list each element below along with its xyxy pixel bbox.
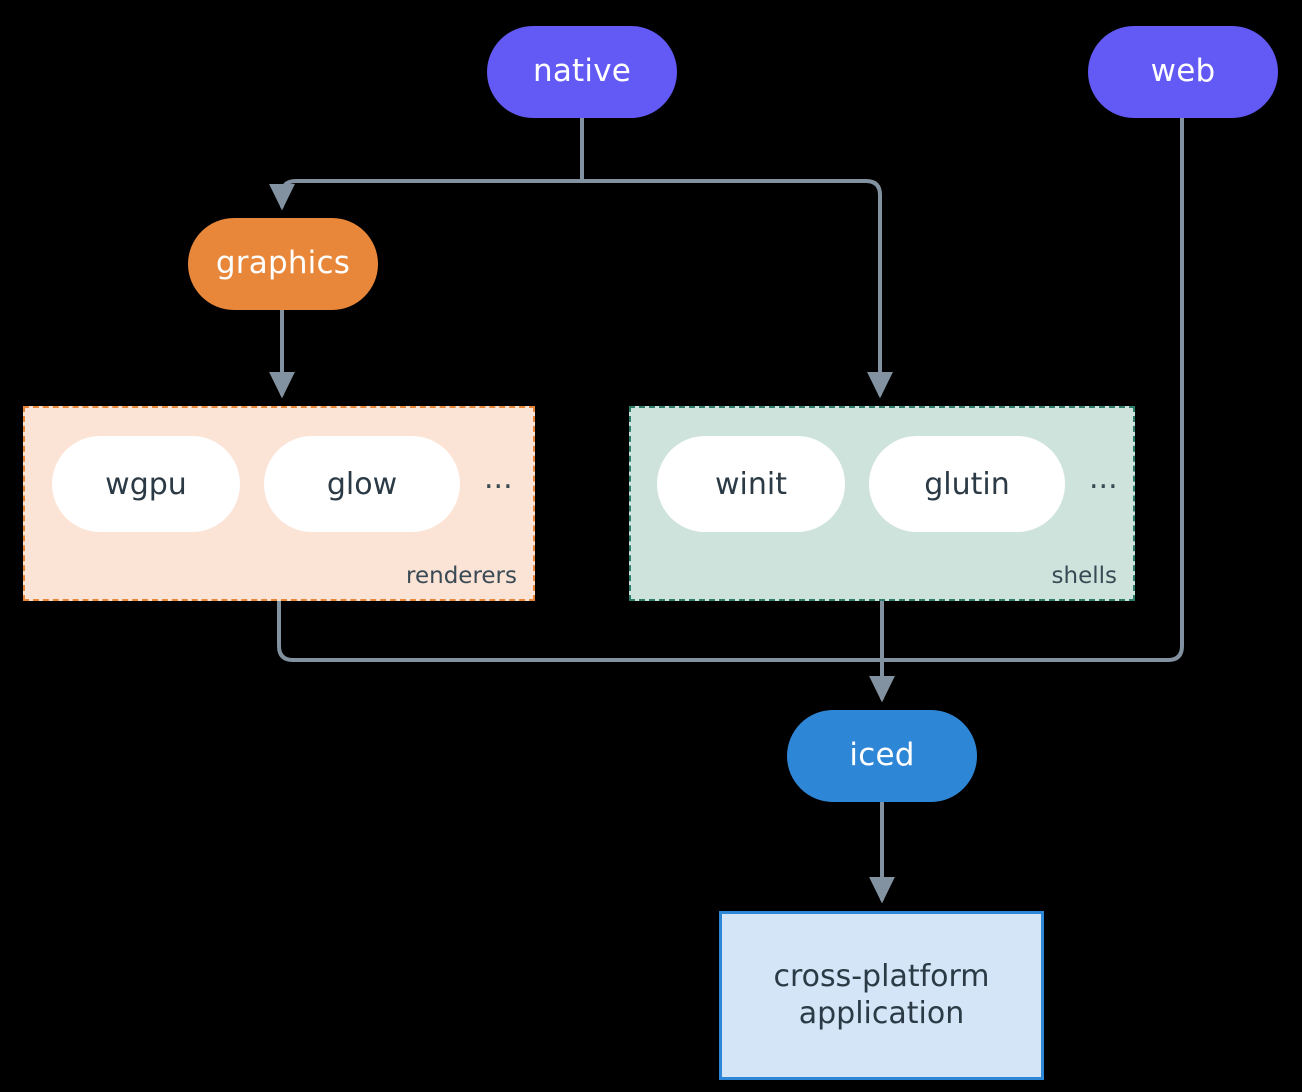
chip-wgpu-label: wgpu [105, 466, 187, 502]
group-renderers-label: renderers [406, 563, 517, 589]
renderers-overflow-ellipsis: ... [484, 461, 513, 496]
node-native-label: native [532, 53, 632, 90]
chip-wgpu[interactable]: wgpu [52, 436, 240, 532]
shells-overflow-ellipsis: ... [1089, 461, 1118, 496]
chip-glutin[interactable]: glutin [869, 436, 1065, 532]
group-renderers: wgpu glow ... renderers [23, 406, 535, 601]
group-renderers-members: wgpu glow ... [52, 436, 513, 532]
group-shells-members: winit glutin ... [657, 436, 1118, 532]
chip-glow-label: glow [326, 466, 398, 502]
node-graphics[interactable]: graphics [188, 218, 378, 310]
node-application[interactable]: cross-platform application [719, 911, 1044, 1080]
group-shells: winit glutin ... shells [629, 406, 1135, 601]
node-application-label-line1: cross-platform [773, 958, 990, 994]
node-native[interactable]: native [487, 26, 677, 118]
chip-winit[interactable]: winit [657, 436, 845, 532]
edge-native-to-graphics [269, 179, 584, 211]
chip-glow[interactable]: glow [264, 436, 460, 532]
node-application-label-line2: application [798, 995, 965, 1031]
node-web-label: web [1150, 53, 1216, 90]
node-graphics-label: graphics [215, 245, 351, 282]
node-iced-label: iced [849, 737, 915, 774]
node-iced[interactable]: iced [787, 710, 977, 802]
edge-native-to-shells [580, 179, 893, 399]
chip-glutin-label: glutin [924, 466, 1010, 502]
node-web[interactable]: web [1088, 26, 1278, 118]
edge-renderers-to-iced [277, 599, 884, 662]
chip-winit-label: winit [715, 466, 787, 502]
group-shells-label: shells [1051, 563, 1117, 589]
